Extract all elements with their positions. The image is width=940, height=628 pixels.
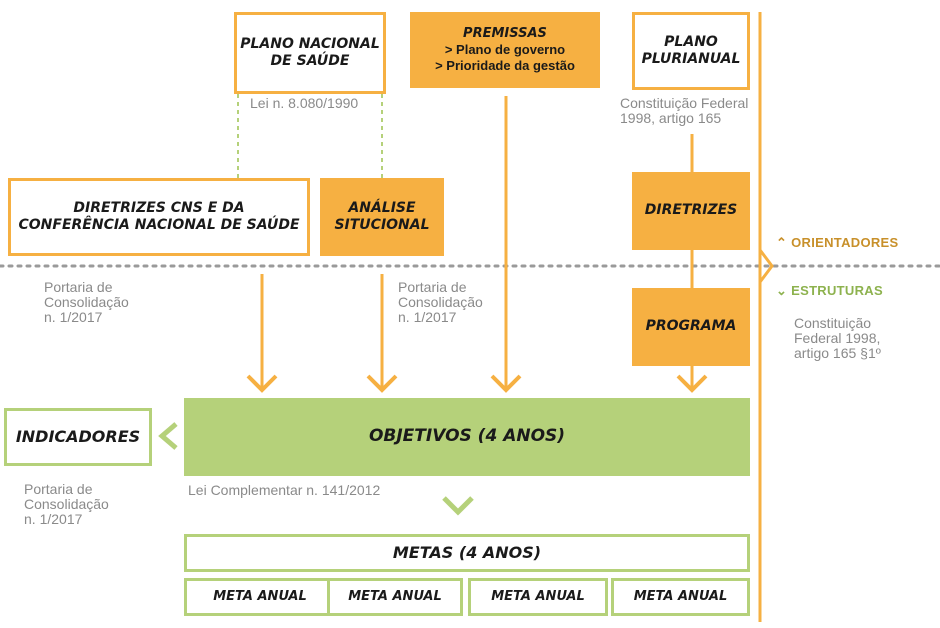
ref-portaria-ind-line-1: Portaria de [24, 481, 93, 497]
ref-portaria-indicadores: Portaria de Consolidação n. 1/2017 [24, 482, 109, 527]
diretrizes-cns-box: DIRETRIZES CNS E DA CONFERÊNCIA NACIONAL… [8, 178, 310, 256]
ref-cf-165-1-line-1: Constituição [794, 315, 872, 331]
ref-cf-165: Constituição Federal 1998, artigo 165 [620, 96, 748, 126]
arrow-down-4 [676, 374, 708, 393]
plano-plurianual-box: PLANO PLURIANUAL [632, 12, 750, 90]
analise-line-1: ANÁLISE [348, 199, 416, 216]
ref-portaria-mid-line-3: n. 1/2017 [398, 309, 457, 325]
programa-box: PROGRAMA [632, 288, 750, 366]
plano-nacional-line-1: PLANO NACIONAL [240, 35, 380, 52]
arrow-down-1 [246, 374, 278, 393]
ref-portaria-left-line-2: Consolidação [44, 294, 129, 310]
ref-cf-165-1-line-2: Federal 1998, [794, 330, 881, 346]
plano-plurianual-line-2: PLURIANUAL [641, 51, 741, 67]
meta-anual-box-2: META ANUAL [327, 578, 463, 616]
ref-portaria-mid-line-1: Portaria de [398, 279, 467, 295]
arrow-down-3 [490, 374, 522, 393]
ref-cf-165-line-2: 1998, artigo 165 [620, 110, 722, 126]
ref-cf-165-line-1: Constituição Federal [620, 95, 749, 111]
metas-box: METAS (4 ANOS) [184, 534, 750, 572]
arrow-left-indicadores [158, 422, 178, 450]
plano-nacional-line-2: DE SAÚDE [270, 53, 350, 69]
ref-portaria-left: Portaria de Consolidação n. 1/2017 [44, 280, 129, 325]
ref-portaria-left-line-1: Portaria de [44, 279, 113, 295]
ref-portaria-left-line-3: n. 1/2017 [44, 309, 103, 325]
arrow-down-metas [442, 496, 474, 516]
chevron-down-icon: ⌄ [776, 283, 788, 298]
legend-orientadores: ⌃ ORIENTADORES [776, 235, 899, 251]
meta-anual-box-1: META ANUAL [184, 578, 336, 616]
diretrizes-cns-line-1: DIRETRIZES CNS E DA [73, 199, 245, 216]
analise-box: ANÁLISE SITUCIONAL [320, 178, 444, 256]
ref-cf-165-1: Constituição Federal 1998, artigo 165 §1… [794, 316, 881, 361]
ref-portaria-ind-line-3: n. 1/2017 [24, 511, 83, 527]
premissas-item-2: > Prioridade da gestão [435, 58, 575, 74]
plano-nacional-box: PLANO NACIONAL DE SAÚDE [234, 12, 386, 94]
indicadores-box: INDICADORES [4, 408, 152, 466]
legend-orientadores-label: ORIENTADORES [791, 235, 899, 250]
ref-portaria-mid: Portaria de Consolidação n. 1/2017 [398, 280, 483, 325]
objetivos-box: OBJETIVOS (4 ANOS) [184, 398, 750, 476]
premissas-item-1: > Plano de governo [444, 41, 566, 57]
chevron-up-icon: ⌃ [776, 235, 788, 250]
ref-portaria-ind-line-2: Consolidação [24, 496, 109, 512]
meta-anual-box-4: META ANUAL [611, 578, 750, 616]
legend-estruturas: ⌄ ESTRUTURAS [776, 283, 883, 299]
ref-lei-8080: Lei n. 8.080/1990 [250, 95, 359, 111]
plano-plurianual-line-1: PLANO [664, 33, 718, 50]
diretrizes-box: DIRETRIZES [632, 172, 750, 250]
analise-line-2: SITUCIONAL [334, 217, 430, 233]
side-bar-chevron [758, 249, 774, 283]
diretrizes-cns-line-2: CONFERÊNCIA NACIONAL DE SAÚDE [18, 217, 300, 233]
arrow-down-2 [366, 374, 398, 393]
ref-lei-141: Lei Complementar n. 141/2012 [188, 482, 381, 498]
premissas-title: PREMISSAS [463, 25, 547, 41]
ref-portaria-mid-line-2: Consolidação [398, 294, 483, 310]
legend-estruturas-label: ESTRUTURAS [791, 283, 883, 298]
meta-anual-box-3: META ANUAL [468, 578, 608, 616]
ref-cf-165-1-line-3: artigo 165 §1º [794, 345, 881, 361]
premissas-box: PREMISSAS > Plano de governo > Prioridad… [410, 12, 600, 88]
